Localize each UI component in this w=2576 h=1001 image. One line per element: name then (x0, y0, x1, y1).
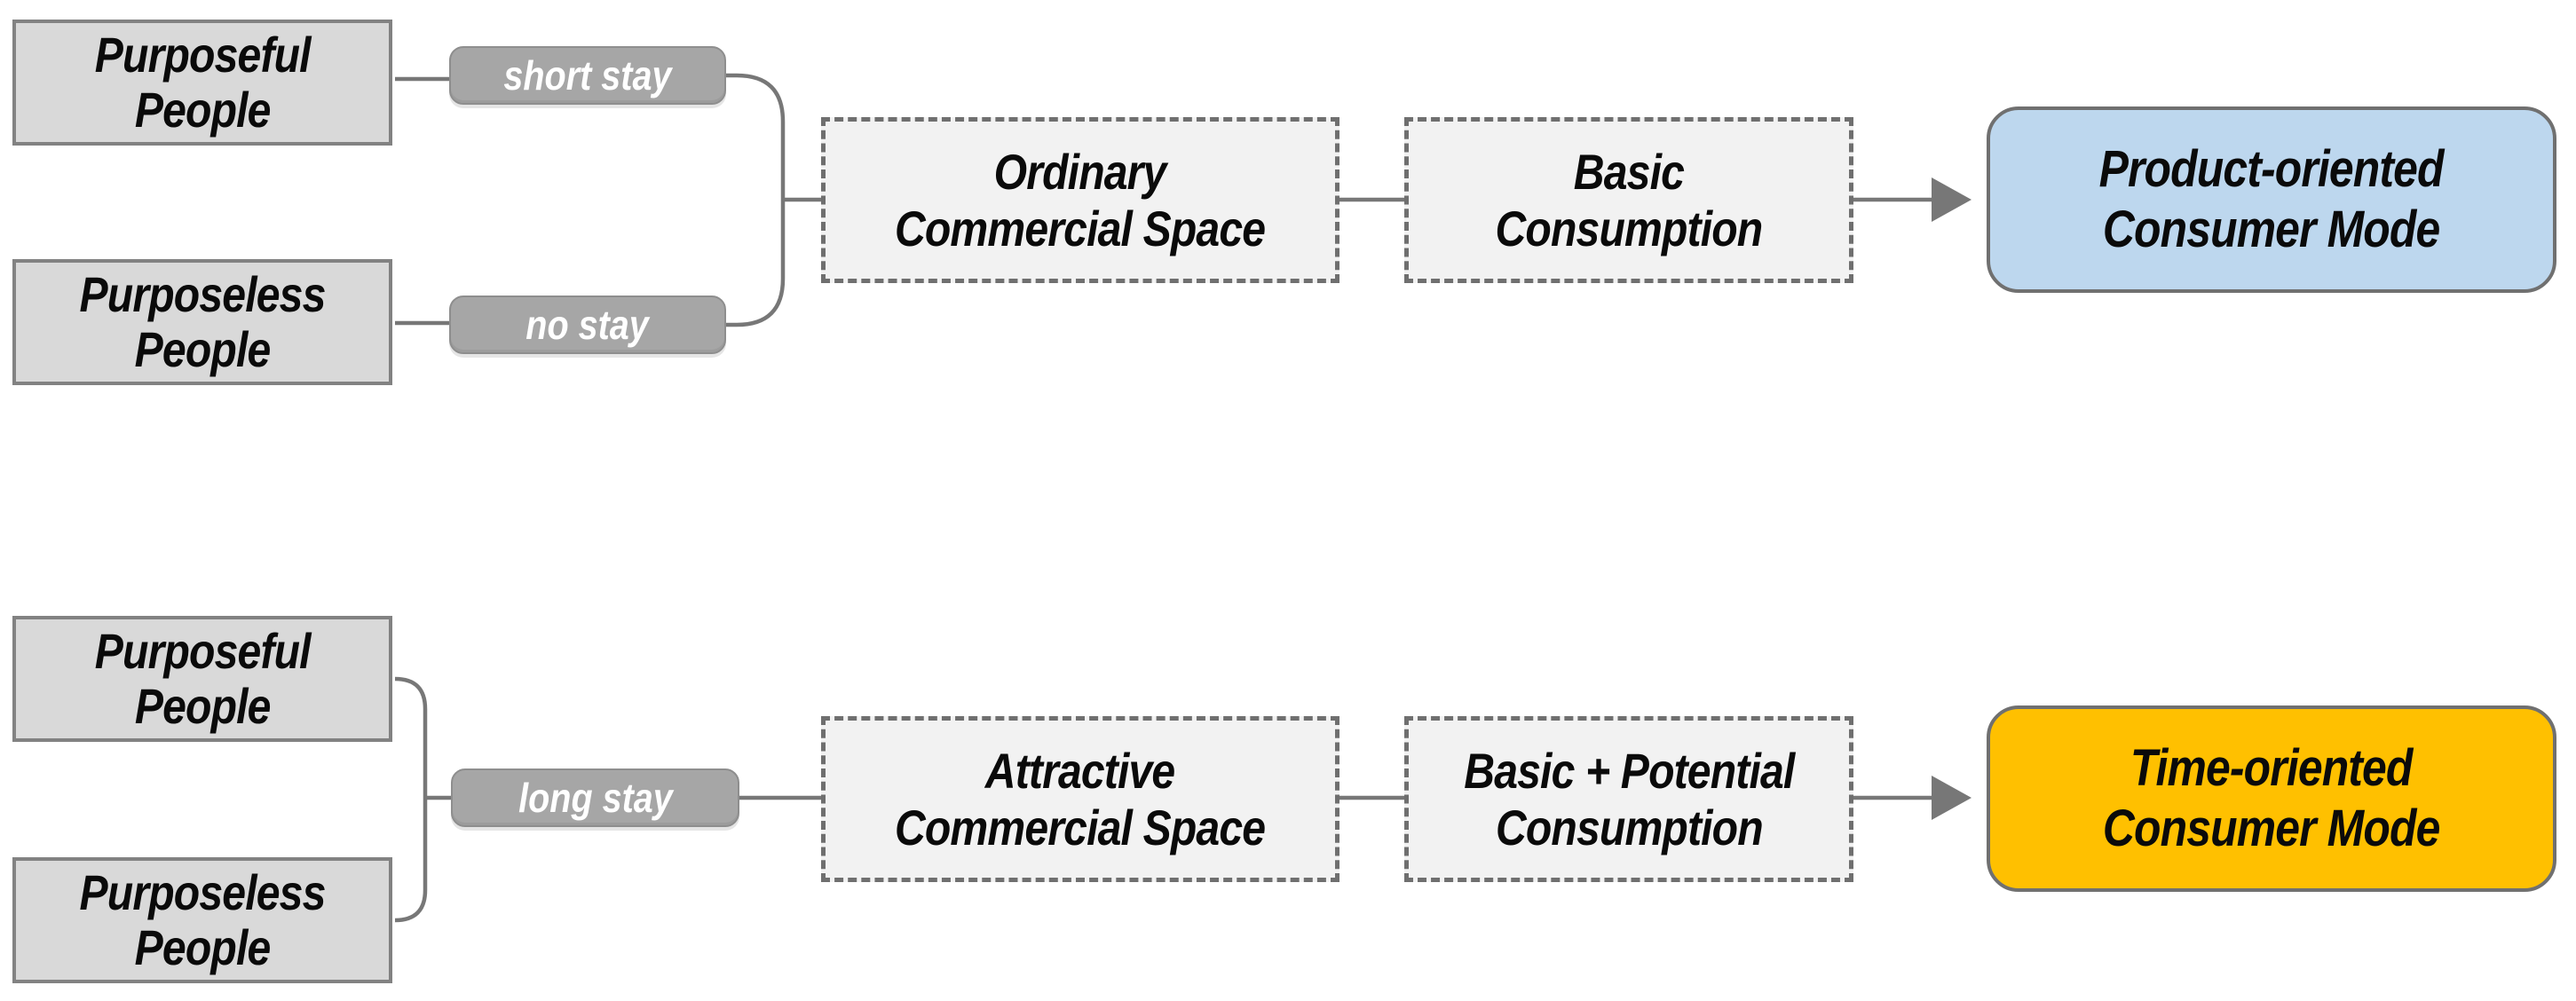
node-product-oriented-consumer-mode: Product-oriented Consumer Mode (1987, 106, 2556, 293)
label-line: Attractive (985, 742, 1175, 799)
label-line: Purposeful (94, 27, 312, 83)
label-line: Commercial Space (895, 200, 1266, 256)
node-label: Ordinary Commercial Space (895, 143, 1266, 257)
label-line: People (134, 919, 272, 975)
label-line: Purposeful (94, 623, 312, 679)
bracket-top-merge (726, 73, 786, 327)
node-purposeful-people-bottom: Purposeful People (12, 616, 392, 742)
node-purposeless-people-top: Purposeless People (12, 259, 392, 385)
label-line: People (134, 321, 272, 377)
badge-no-stay: no stay (449, 296, 726, 354)
label-line: People (134, 678, 272, 734)
node-label: Purposeless People (79, 266, 327, 377)
label-line: Time-oriented (2130, 739, 2414, 797)
label-line: Purposeless (79, 266, 327, 322)
label-line: Consumption (1495, 200, 1764, 256)
label-line: Basic (1573, 143, 1685, 200)
node-basic-potential-consumption: Basic + Potential Consumption (1404, 716, 1853, 882)
label-line: Consumer Mode (2103, 800, 2440, 857)
node-label: Basic Consumption (1495, 143, 1764, 257)
label-line: Purposeless (79, 864, 327, 920)
badge-label: short stay (503, 52, 672, 99)
node-label: Purposeless People (79, 864, 327, 975)
label-line: Consumption (1495, 799, 1764, 855)
node-attractive-commercial-space: Attractive Commercial Space (821, 716, 1339, 882)
label-line: Commercial Space (895, 799, 1266, 855)
node-label: Time-oriented Consumer Mode (2103, 738, 2440, 859)
label-line: Ordinary (994, 143, 1167, 200)
badge-short-stay: short stay (449, 46, 726, 105)
node-purposeful-people-top: Purposeful People (12, 20, 392, 146)
node-time-oriented-consumer-mode: Time-oriented Consumer Mode (1987, 705, 2556, 892)
node-label: Purposeful People (94, 27, 312, 138)
node-label: Attractive Commercial Space (895, 742, 1266, 856)
label-line: Consumer Mode (2103, 201, 2440, 258)
label-line: Basic + Potential (1463, 742, 1795, 799)
badge-long-stay: long stay (451, 768, 739, 827)
node-label: Basic + Potential Consumption (1463, 742, 1795, 856)
badge-label: no stay (525, 302, 650, 348)
bracket-bottom-merge (394, 676, 428, 923)
arrowhead-top (1932, 177, 1972, 222)
node-basic-consumption: Basic Consumption (1404, 117, 1853, 283)
node-ordinary-commercial-space: Ordinary Commercial Space (821, 117, 1339, 283)
arrowhead-bottom (1932, 776, 1972, 820)
label-line: People (134, 82, 272, 138)
badge-label: long stay (518, 775, 673, 821)
label-line: Product-oriented (2098, 140, 2445, 198)
node-label: Product-oriented Consumer Mode (2098, 139, 2445, 260)
node-purposeless-people-bottom: Purposeless People (12, 857, 392, 983)
node-label: Purposeful People (94, 623, 312, 734)
